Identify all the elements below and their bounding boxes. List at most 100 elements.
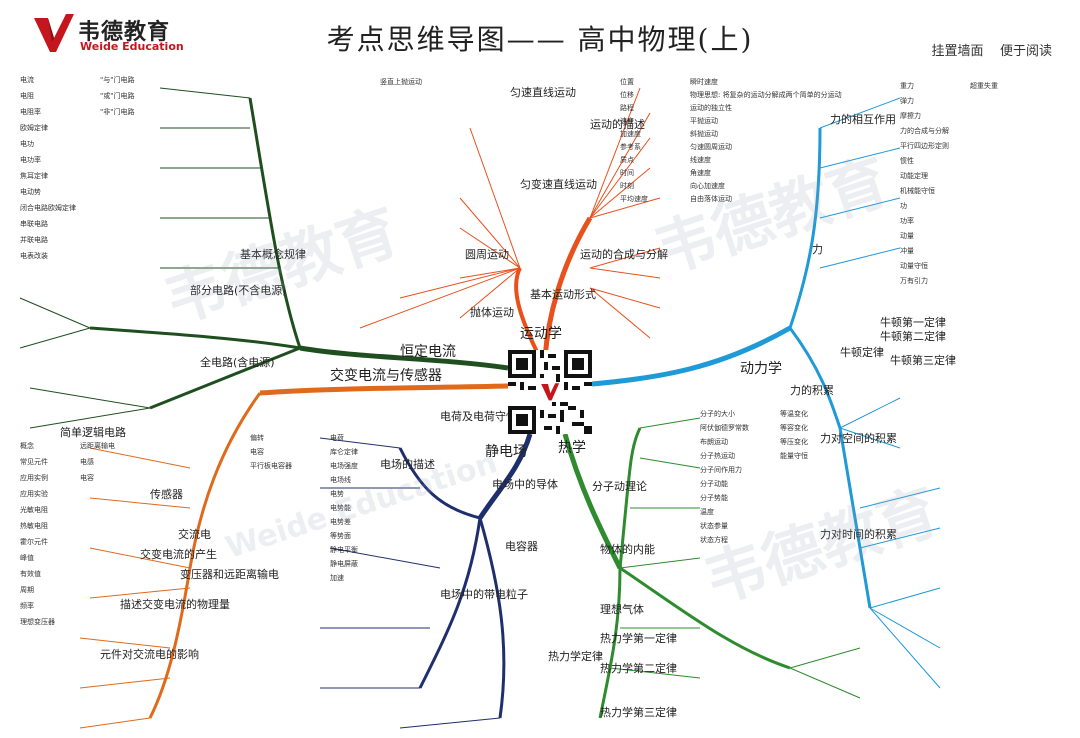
leaf-dc_circuit-10: 并联电路 — [20, 235, 48, 244]
leaf-kinematics-13: 平抛运动 — [690, 116, 718, 125]
leaf-kinematics-14: 斜抛运动 — [690, 129, 718, 138]
leaf-thermal-10: 等温变化 — [780, 409, 808, 418]
node-full-circuit: 全电路(含电源) — [200, 355, 275, 369]
node-force-time: 力对时间的积累 — [820, 527, 897, 541]
label-dynamics: 动力学 — [740, 361, 782, 377]
node-circular-motion: 圆周运动 — [465, 248, 509, 261]
leaf-dynamics-4: 平行四边形定则 — [900, 141, 949, 150]
leaf-electrostatics-8: 静电平衡 — [330, 545, 358, 554]
node-dc-basics: 基本概念规律 — [240, 247, 306, 261]
leaf-electrostatics-4: 电势 — [330, 489, 344, 498]
node-force-interaction: 力的相互作用 — [830, 112, 896, 126]
node-ideal-gas: 理想气体 — [600, 602, 644, 616]
node-internal-energy: 物体的内能 — [600, 542, 655, 556]
qr-code[interactable] — [508, 350, 592, 434]
leaf-dc_circuit-7: 电动势 — [20, 187, 41, 196]
leaf-dc_circuit-3: 欧姆定律 — [20, 123, 48, 132]
leaf-kinematics-10: 瞬时速度 — [690, 77, 718, 86]
node-partial-circuit: 部分电路(不含电源) — [190, 283, 287, 297]
trunk-kinematics-left — [516, 268, 540, 358]
leaf-dynamics-14: 超重失重 — [970, 81, 998, 90]
page-title: 考点思维导图—— 高中物理(上) — [0, 18, 1080, 58]
leaf-thermal-2: 布朗运动 — [700, 437, 728, 446]
leaf-kinematics-18: 向心加速度 — [690, 181, 725, 190]
node-uniform-linear: 匀速直线运动 — [510, 85, 576, 99]
leaf-dc_circuit-4: 电功 — [20, 139, 34, 148]
leaf-dynamics-13: 万有引力 — [900, 276, 928, 285]
leaf-dc_circuit-8: 闭合电路欧姆定律 — [20, 203, 76, 212]
leaf-ac_sensor-11: 理想变压器 — [20, 617, 55, 626]
leaf-dc_circuit-11: 电表改装 — [20, 251, 48, 260]
leaf-ac_sensor-5: 热敏电阻 — [20, 521, 48, 530]
leaf-kinematics-20: 竖直上抛运动 — [380, 77, 422, 86]
leaf-dynamics-2: 摩擦力 — [900, 111, 921, 120]
leaf-kinematics-4: 加速度 — [620, 129, 641, 138]
leaf-electrostatics-2: 电场强度 — [330, 461, 358, 470]
node-logic-circuit: 简单逻辑电路 — [60, 425, 126, 439]
node-thermo-1: 热力学第一定律 — [600, 631, 677, 645]
label-dc-circuit: 恒定电流 — [400, 344, 456, 360]
node-force-space: 力对空间的积累 — [820, 431, 897, 445]
leaf-dc_circuit-12: "与"门电路 — [100, 75, 134, 84]
leaf-kinematics-16: 线速度 — [690, 155, 711, 164]
leaf-kinematics-7: 时间 — [620, 168, 634, 177]
leaf-thermal-11: 等容变化 — [780, 423, 808, 432]
node-newton-laws: 牛顿定律 — [840, 345, 884, 359]
node-force: 力 — [812, 243, 823, 256]
leaf-kinematics-9: 平均速度 — [620, 194, 648, 203]
leaf-electrostatics-9: 静电屏蔽 — [330, 559, 358, 568]
leaf-ac_sensor-6: 霍尔元件 — [20, 537, 48, 546]
leaf-thermal-6: 分子势能 — [700, 493, 728, 502]
leaf-dc_circuit-6: 焦耳定律 — [20, 171, 48, 180]
leaf-electrostatics-7: 等势面 — [330, 531, 351, 540]
node-field-description: 电场的描述 — [380, 457, 435, 471]
leaf-dc_circuit-5: 电功率 — [20, 155, 41, 164]
leaf-ac_sensor-12: 远距离输电 — [80, 441, 115, 450]
leaf-ac_sensor-10: 频率 — [20, 601, 34, 610]
label-ac-sensor: 交变电流与传感器 — [330, 367, 442, 384]
leaf-ac_sensor-7: 峰值 — [20, 553, 34, 562]
node-ac-components: 元件对交流电的影响 — [100, 647, 199, 661]
leaf-dynamics-6: 动能定理 — [900, 171, 928, 180]
leaf-kinematics-2: 路程 — [620, 103, 634, 112]
leaf-thermal-7: 温度 — [700, 507, 714, 516]
leaf-ac_sensor-8: 有效值 — [20, 569, 41, 578]
node-motion-composition: 运动的合成与分解 — [580, 247, 668, 261]
leaf-dc_circuit-1: 电阻 — [20, 91, 34, 100]
node-field-conductor: 电场中的导体 — [492, 477, 558, 491]
leaf-electrostatics-12: 电容 — [250, 447, 264, 456]
leaf-ac_sensor-13: 电感 — [80, 457, 94, 466]
leaf-electrostatics-11: 偏转 — [250, 433, 264, 442]
leaf-thermal-8: 状态参量 — [700, 521, 728, 530]
leaf-ac_sensor-3: 应用实验 — [20, 489, 48, 498]
leaf-thermal-13: 能量守恒 — [780, 451, 808, 460]
leaf-kinematics-0: 位置 — [620, 77, 634, 86]
leaf-dynamics-12: 动量守恒 — [900, 261, 928, 270]
leaf-dynamics-1: 弹力 — [900, 96, 914, 105]
label-thermal: 热学 — [558, 440, 586, 456]
leaf-kinematics-3: 速度 — [620, 116, 634, 125]
node-newton-2: 牛顿第二定律 — [880, 329, 946, 343]
node-ac-quantities: 描述交变电流的物理量 — [120, 597, 230, 611]
leaf-kinematics-11: 物理思想: 将复杂的运动分解成两个简单的分运动 — [690, 90, 842, 99]
leaf-dynamics-0: 重力 — [900, 81, 914, 90]
leaf-kinematics-6: 质点 — [620, 155, 634, 164]
node-newton-3: 牛顿第三定律 — [890, 353, 956, 367]
leaf-thermal-9: 状态方程 — [700, 535, 728, 544]
node-newton-1: 牛顿第一定律 — [880, 315, 946, 329]
node-uniformly-accelerated: 匀变速直线运动 — [520, 177, 597, 191]
node-ac-generation: 交变电流的产生 — [140, 547, 217, 561]
node-thermo-laws: 热力学定律 — [548, 649, 603, 663]
trunk-ac-sensor — [260, 386, 508, 393]
leaf-thermal-12: 等压变化 — [780, 437, 808, 446]
leaf-dynamics-3: 力的合成与分解 — [900, 126, 949, 135]
leaf-kinematics-1: 位移 — [620, 90, 634, 99]
node-thermo-2: 热力学第二定律 — [600, 661, 677, 675]
leaf-ac_sensor-4: 光敏电阻 — [20, 505, 48, 514]
leaf-dc_circuit-2: 电阻率 — [20, 107, 41, 116]
label-electrostatics: 静电场 — [485, 444, 527, 460]
node-thermo-3: 热力学第三定律 — [600, 705, 677, 719]
leaf-kinematics-8: 时刻 — [620, 181, 634, 190]
leaf-kinematics-17: 角速度 — [690, 168, 711, 177]
leaf-dc_circuit-9: 串联电路 — [20, 219, 48, 228]
